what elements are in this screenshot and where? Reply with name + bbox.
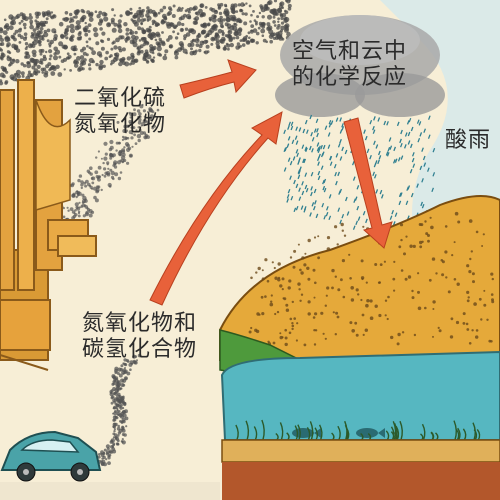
- hill-vegetation: [248, 211, 495, 347]
- label-line: 二氧化硫: [74, 86, 167, 111]
- car-exhaust-plume: [91, 353, 142, 468]
- lake-bed: [221, 439, 500, 463]
- road: [0, 482, 220, 500]
- label-line: 的化学反应: [292, 65, 408, 90]
- soil-layer: [222, 462, 500, 500]
- factory: [0, 79, 97, 371]
- arrow-cloud-to-ground: [343, 117, 393, 249]
- arrow-car-to-cloud: [149, 111, 283, 306]
- label-line: 氮氧化物和: [82, 311, 198, 336]
- label-car-emissions: 氮氧化物和 碳氢化合物: [82, 311, 197, 363]
- lake: [220, 350, 500, 441]
- label-line: 空气和云中: [292, 39, 408, 64]
- label-line: 氮氧化物: [74, 112, 167, 137]
- label-acid-rain: 酸雨: [445, 128, 492, 153]
- flow-arrows: [149, 59, 393, 306]
- label-line: 碳氢化合物: [82, 337, 198, 362]
- rain-cloud: [275, 15, 445, 117]
- arrow-emissions-to-cloud: [179, 59, 257, 99]
- label-cloud-chemical-reaction: 空气和云中 的化学反应: [292, 39, 407, 91]
- factory-smoke-plume: [0, 0, 292, 239]
- label-factory-emissions: 二氧化硫 氮氧化物: [74, 86, 166, 138]
- car: [0, 430, 102, 482]
